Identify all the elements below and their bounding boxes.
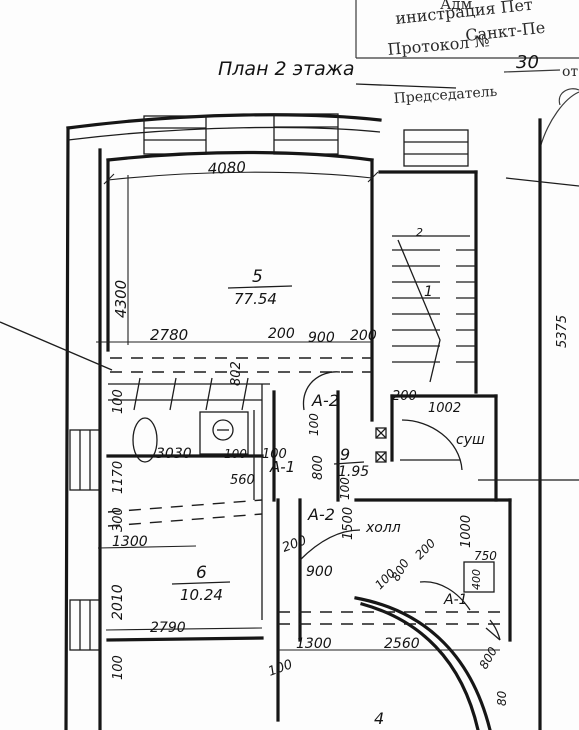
bathroom-area: 100 802 3030 100 — [106, 361, 270, 620]
staircase: 2 1 — [378, 170, 478, 394]
room-5: 5 77.54 — [106, 150, 374, 422]
room-4-number: 4 — [374, 709, 384, 728]
dim-2790: 2790 — [150, 620, 186, 636]
room-6-area: 10.24 — [180, 586, 223, 604]
sink-icon — [132, 417, 158, 463]
dim-1170: 1170 — [111, 461, 126, 494]
drying-room: 200 1002 суш — [390, 389, 498, 502]
stamp-protocol-suffix: от — [562, 64, 578, 80]
dim-750: 750 — [474, 549, 497, 563]
dim-1002: 1002 — [428, 401, 461, 416]
stair-up-label: 1 — [424, 284, 433, 300]
signature-stroke — [539, 91, 579, 149]
label-a1: А-1 — [269, 458, 295, 476]
dim-1300-b: 1300 — [296, 636, 332, 652]
dim-100-c: 100 — [224, 447, 247, 461]
dim-200-a: 200 — [268, 326, 295, 342]
dim-3030: 3030 — [156, 446, 192, 462]
stamp-chairman: Председатель — [393, 84, 498, 107]
dim-2780: 2780 — [150, 326, 188, 344]
label-a1-right: А-1 — [443, 592, 468, 608]
dim-1500: 1500 — [341, 507, 356, 540]
dim-1000: 1000 — [459, 515, 474, 548]
room-5-area: 77.54 — [234, 290, 277, 308]
dim-900-a: 900 — [308, 330, 335, 346]
room-6: 1300 6 10.24 2790 — [97, 499, 264, 642]
stamp-protocol-number: 30 — [516, 52, 539, 73]
leader-line — [0, 321, 113, 371]
room-9-area: 1.95 — [338, 464, 369, 480]
dim-5375: 5375 — [555, 315, 570, 348]
label-drying: суш — [456, 432, 485, 448]
dim-4300: 4300 — [112, 280, 130, 318]
dim-100-d: 100 — [262, 447, 287, 462]
stair-label: 2 — [416, 226, 423, 239]
room-6-number: 6 — [196, 563, 207, 583]
room-5-number: 5 — [252, 267, 263, 287]
dim-802: 802 — [229, 361, 244, 386]
corridor-a2-lower: А-2 200 1500 900 100 — [276, 477, 361, 722]
room-9-number: 9 — [340, 445, 350, 464]
dim-200-b: 200 — [350, 328, 377, 344]
corridor-a2: А-2 100 100 А-1 560 800 9 1.95 — [230, 371, 387, 502]
dim-100-f: 100 — [338, 477, 352, 500]
dim-200-c: 200 — [392, 389, 417, 404]
dim-1300-a: 1300 — [112, 534, 148, 550]
dim-100-e: 100 — [111, 655, 126, 680]
label-a2-mid: А-2 — [307, 505, 335, 524]
plan-title: План 2 этажа — [218, 58, 355, 80]
dim-100-a: 100 — [111, 389, 126, 414]
toilet-icon — [212, 419, 234, 441]
dim-560: 560 — [230, 473, 255, 488]
dim-2560: 2560 — [384, 636, 420, 652]
dim-900-b: 900 — [306, 564, 333, 580]
dim-80: 80 — [495, 690, 509, 706]
dim-4080: 4080 — [207, 158, 246, 178]
label-hall: холл — [365, 520, 401, 536]
dim-400: 400 — [470, 569, 483, 590]
dim-800-a: 800 — [311, 455, 326, 480]
dim-2010: 2010 — [110, 584, 126, 620]
label-a2-top: А-2 — [311, 391, 339, 410]
stamp-line-1: Адм — [440, 0, 473, 13]
dim-100-b: 100 — [307, 413, 321, 436]
